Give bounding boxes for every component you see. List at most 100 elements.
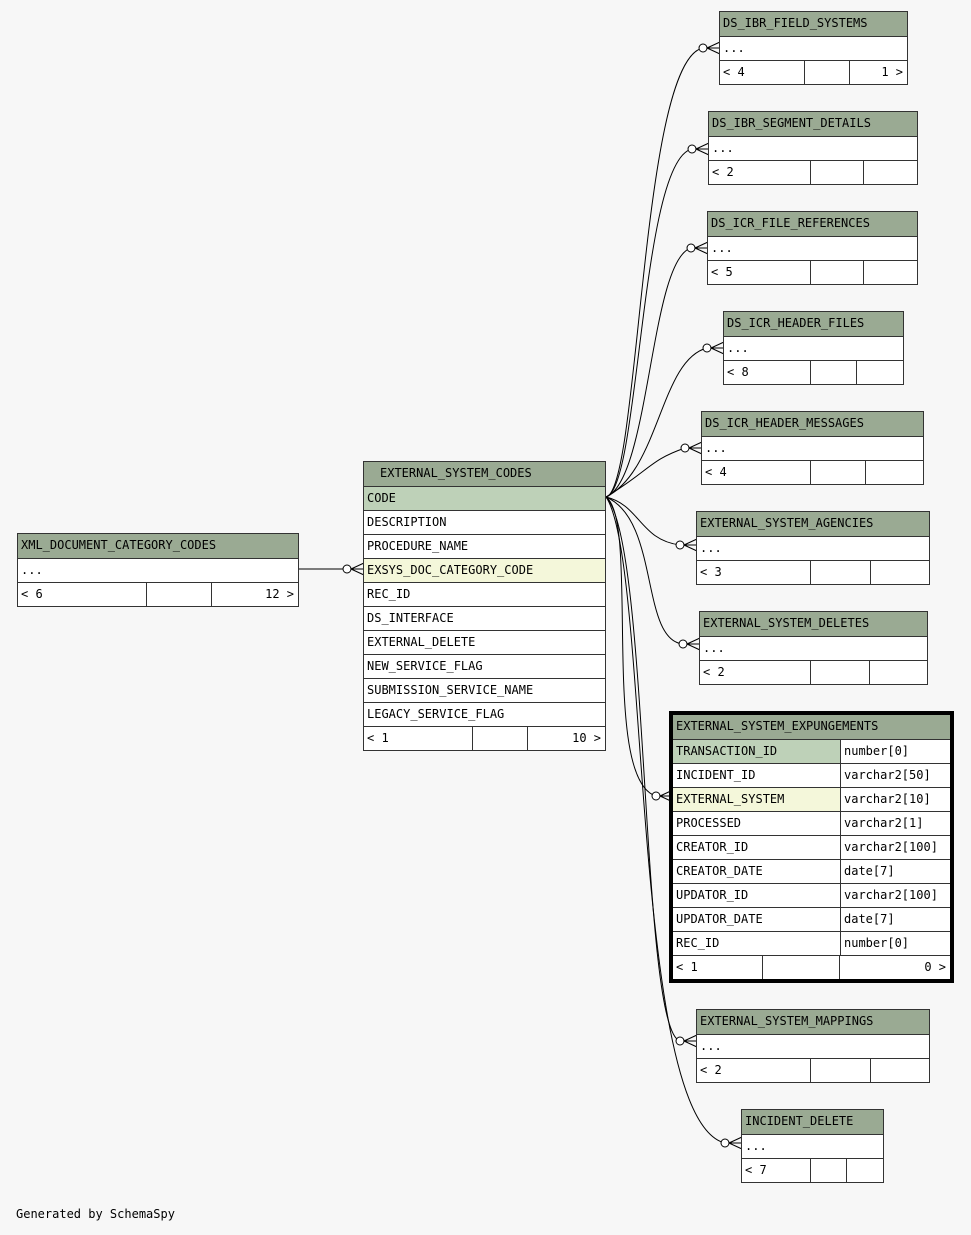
column-row[interactable]: LEGACY_SERVICE_FLAG <box>364 702 605 726</box>
column-type: date[7] <box>840 860 950 883</box>
children-count[interactable] <box>864 261 917 284</box>
generated-by-credit: Generated by SchemaSpy <box>16 1207 175 1221</box>
table-external-system-expungements[interactable]: EXTERNAL_SYSTEM_EXPUNGEMENTS TRANSACTION… <box>669 711 954 983</box>
column-row[interactable]: DESCRIPTION <box>364 510 605 534</box>
column-row[interactable]: REC_ID <box>364 582 605 606</box>
edge-ds-ibr-field-systems <box>605 47 704 498</box>
table-ds-icr-header-files[interactable]: DS_ICR_HEADER_FILES ... < 8 <box>723 311 904 385</box>
parents-count[interactable]: < 1 <box>676 960 698 974</box>
row-count <box>472 727 528 750</box>
collapsed-columns: ... <box>18 558 298 582</box>
edge-external-system-expungements <box>605 496 657 797</box>
table-title: EXTERNAL_SYSTEM_MAPPINGS <box>697 1010 929 1034</box>
children-count[interactable]: 10 > <box>572 731 601 745</box>
column-type: number[0] <box>840 932 950 955</box>
column-name: UPDATOR_DATE <box>676 912 763 926</box>
table-xml-document-category-codes[interactable]: XML_DOCUMENT_CATEGORY_CODES ... < 6 12 > <box>17 533 299 607</box>
children-count[interactable]: 12 > <box>265 587 294 601</box>
table-title: DS_IBR_SEGMENT_DETAILS <box>709 112 917 136</box>
collapsed-columns: ... <box>697 536 929 560</box>
row-count <box>810 361 857 384</box>
parents-count[interactable]: < 2 <box>712 165 734 179</box>
collapsed-columns: ... <box>697 1034 929 1058</box>
children-count[interactable]: 1 > <box>881 65 903 79</box>
table-footer: < 5 <box>708 260 917 284</box>
parents-count[interactable]: < 2 <box>703 665 725 679</box>
table-ds-icr-file-references[interactable]: DS_ICR_FILE_REFERENCES ... < 5 <box>707 211 918 285</box>
table-title: XML_DOCUMENT_CATEGORY_CODES <box>18 534 298 558</box>
table-title: EXTERNAL_SYSTEM_EXPUNGEMENTS <box>673 715 950 739</box>
column-row[interactable]: SUBMISSION_SERVICE_NAME <box>364 678 605 702</box>
table-ds-ibr-segment-details[interactable]: DS_IBR_SEGMENT_DETAILS ... < 2 <box>708 111 918 185</box>
column-row[interactable]: EXTERNAL_DELETE <box>364 630 605 654</box>
table-title: EXTERNAL_SYSTEM_CODES <box>364 462 605 486</box>
parents-count[interactable]: < 7 <box>745 1163 767 1177</box>
parents-count[interactable]: < 1 <box>367 731 389 745</box>
column-name: INCIDENT_ID <box>676 768 756 782</box>
table-external-system-deletes[interactable]: EXTERNAL_SYSTEM_DELETES ... < 2 <box>699 611 928 685</box>
edge-external-system-mappings <box>605 496 681 1042</box>
table-title: EXTERNAL_SYSTEM_AGENCIES <box>697 512 929 536</box>
edge-incident-delete <box>605 496 726 1144</box>
collapsed-columns: ... <box>720 36 907 60</box>
parents-count[interactable]: < 2 <box>700 1063 722 1077</box>
children-count[interactable] <box>871 561 929 584</box>
table-external-system-mappings[interactable]: EXTERNAL_SYSTEM_MAPPINGS ... < 2 <box>696 1009 930 1083</box>
edge-ds-icr-header-messages <box>605 447 686 498</box>
column-type: varchar2[100] <box>840 836 950 859</box>
row-count <box>810 1159 847 1182</box>
children-count[interactable] <box>857 361 903 384</box>
table-footer: < 1 0 > <box>673 955 950 979</box>
parents-count[interactable]: < 5 <box>711 265 733 279</box>
row-count <box>810 661 870 684</box>
children-count[interactable] <box>870 661 927 684</box>
row-count <box>762 956 840 979</box>
table-title: EXTERNAL_SYSTEM_DELETES <box>700 612 927 636</box>
table-ds-ibr-field-systems[interactable]: DS_IBR_FIELD_SYSTEMS ... < 4 1 > <box>719 11 908 85</box>
collapsed-columns: ... <box>700 636 927 660</box>
children-count[interactable] <box>871 1059 929 1082</box>
column-name: UPDATOR_ID <box>676 888 749 902</box>
row-count <box>810 1059 871 1082</box>
column-row[interactable]: EXSYS_DOC_CATEGORY_CODE <box>364 558 605 582</box>
column-row[interactable]: NEW_SERVICE_FLAG <box>364 654 605 678</box>
table-footer: < 2 <box>700 660 927 684</box>
row-count <box>810 261 864 284</box>
table-title: DS_ICR_HEADER_FILES <box>724 312 903 336</box>
table-external-system-agencies[interactable]: EXTERNAL_SYSTEM_AGENCIES ... < 3 <box>696 511 930 585</box>
column-row[interactable]: CREATOR_ID varchar2[100] <box>673 835 950 859</box>
column-row[interactable]: CREATOR_DATE date[7] <box>673 859 950 883</box>
column-row[interactable]: INCIDENT_ID varchar2[50] <box>673 763 950 787</box>
table-incident-delete[interactable]: INCIDENT_DELETE ... < 7 <box>741 1109 884 1183</box>
column-row[interactable]: PROCEDURE_NAME <box>364 534 605 558</box>
parents-count[interactable]: < 4 <box>723 65 745 79</box>
parents-count[interactable]: < 4 <box>705 465 727 479</box>
table-footer: < 2 <box>709 160 917 184</box>
parents-count[interactable]: < 8 <box>727 365 749 379</box>
table-footer: < 7 <box>742 1158 883 1182</box>
column-name: CREATOR_ID <box>676 840 749 854</box>
column-name: CREATOR_DATE <box>676 864 763 878</box>
collapsed-columns: ... <box>708 236 917 260</box>
children-count[interactable]: 0 > <box>924 960 946 974</box>
children-count[interactable] <box>864 161 917 184</box>
children-count[interactable] <box>866 461 923 484</box>
parents-count[interactable]: < 6 <box>21 587 43 601</box>
table-footer: < 3 <box>697 560 929 584</box>
collapsed-columns: ... <box>724 336 903 360</box>
parents-count[interactable]: < 3 <box>700 565 722 579</box>
column-row[interactable]: CODE <box>364 486 605 510</box>
row-count <box>146 583 212 606</box>
children-count[interactable] <box>847 1159 883 1182</box>
table-ds-icr-header-messages[interactable]: DS_ICR_HEADER_MESSAGES ... < 4 <box>701 411 924 485</box>
column-type: number[0] <box>840 740 950 763</box>
column-type: varchar2[50] <box>840 764 950 787</box>
column-row[interactable]: DS_INTERFACE <box>364 606 605 630</box>
